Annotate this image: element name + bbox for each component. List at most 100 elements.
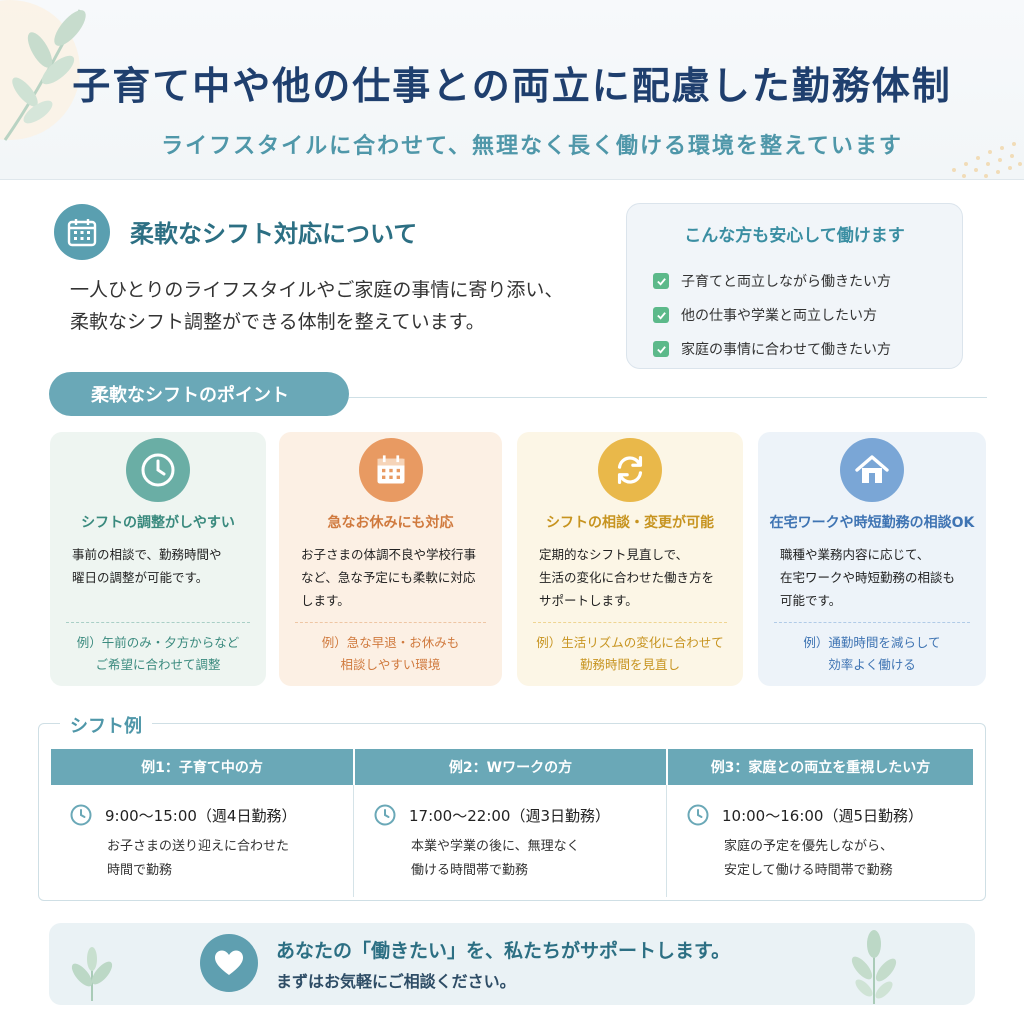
list-item: 他の仕事や学業と両立したい方: [653, 298, 891, 332]
card-body-line: など、急な予定にも柔軟に対応: [301, 570, 476, 585]
shift-time: 17:00〜22:00（週3日勤務）: [409, 806, 610, 825]
card-title: シフトの相談・変更が可能: [546, 515, 714, 531]
card-example: 例）生活リズムの変化に合わせて 勤務時間を見直し: [523, 632, 737, 676]
flexible-shift-description: 一人ひとりのライフスタイルやご家庭の事情に寄り添い、 柔軟なシフト調整ができる体…: [70, 274, 610, 338]
card-example-line: ご希望に合わせて調整: [95, 657, 221, 672]
card-body-line: 可能です。: [780, 593, 842, 608]
shift-time: 10:00〜16:00（週5日勤務）: [722, 806, 923, 825]
list-item: 子育てと両立しながら働きたい方: [653, 264, 891, 298]
shift-description-line: 時間で勤務: [107, 863, 173, 878]
card-body-line: 在宅ワークや時短勤務の相談も: [780, 570, 956, 585]
list-item-label: 他の仕事や学業と両立したい方: [681, 308, 877, 324]
shift-example-header: 例1：子育て中の方: [51, 749, 353, 785]
card-body-line: お子さまの体調不良や学校行事: [301, 547, 477, 562]
card-example-line: 例）急な早退・お休みも: [321, 635, 460, 650]
heart-icon: [215, 950, 243, 975]
calendar-icon: [377, 455, 404, 484]
shift-description-line: お子さまの送り迎えに合わせた: [107, 839, 290, 854]
shift-examples-box: [38, 723, 986, 901]
shift-example-1: 例1：子育て中の方 9:00〜15:00（週4日勤務） お子さまの送り迎えに合わ…: [51, 749, 353, 897]
shift-description: 本業や学業の後に、無理なく 働ける時間帯で勤務: [411, 835, 580, 883]
card-example-line: 効率よく働ける: [828, 657, 916, 672]
card-body-line: 定期的なシフト見直しで、: [539, 547, 689, 562]
icon-badge: [358, 438, 423, 502]
clock-icon: [141, 453, 175, 487]
heart-badge: [200, 934, 258, 992]
card-body-line: します。: [301, 593, 350, 608]
page-subtitle: ライフスタイルに合わせて、無理なく長く働ける環境を整えています: [161, 134, 903, 159]
card-example-line: 例）午前のみ・夕方からなど: [76, 635, 240, 650]
shift-description-line: 安定して働ける時間帯で勤務: [724, 863, 893, 878]
card-body-line: 生活の変化に合わせた働き方を: [539, 570, 715, 585]
clock-icon: [686, 803, 710, 827]
card-body-line: サポートします。: [539, 593, 638, 608]
card-example-line: 勤務時間を見直し: [579, 657, 680, 672]
points-section-label: 柔軟なシフトのポイント: [49, 372, 349, 416]
description-line: 一人ひとりのライフスタイルやご家庭の事情に寄り添い、: [70, 279, 564, 301]
card-example: 例）午前のみ・夕方からなど ご希望に合わせて調整: [56, 632, 260, 676]
card-body: お子さまの体調不良や学校行事 など、急な予定にも柔軟に対応 します。: [301, 543, 481, 612]
card-example-line: 例）通勤時間を減らして: [803, 635, 941, 650]
calendar-icon: [67, 219, 97, 247]
divider: [66, 622, 250, 623]
calendar-badge: [54, 204, 110, 260]
icon-badge: [840, 438, 904, 502]
card-body: 事前の相談で、勤務時間や 曜日の調整が可能です。: [72, 543, 252, 589]
icon-badge: [126, 438, 190, 502]
reassurance-title: こんな方も安心して働けます: [684, 226, 905, 246]
shift-time-row: 17:00〜22:00（週3日勤務）: [373, 803, 610, 827]
shift-time: 9:00〜15:00（週4日勤務）: [105, 806, 297, 825]
flexible-shift-heading: 柔軟なシフト対応について: [130, 220, 418, 248]
card-body: 定期的なシフト見直しで、 生活の変化に合わせた働き方を サポートします。: [539, 543, 719, 612]
card-body-line: 曜日の調整が可能です。: [72, 570, 209, 585]
dot-pattern-icon: [952, 142, 1022, 178]
refresh-icon: [617, 456, 643, 484]
card-body: 職種や業務内容に応じて、 在宅ワークや時短勤務の相談も 可能です。: [780, 543, 960, 612]
leaf-decoration-icon: [0, 0, 86, 141]
page-title: 子育て中や他の仕事との両立に配慮した勤務体制: [72, 64, 952, 108]
shift-example-3: 例3：家庭との両立を重視したい方 10:00〜16:00（週5日勤務） 家庭の予…: [668, 749, 973, 897]
reassurance-card: こんな方も安心して働けます 子育てと両立しながら働きたい方 他の仕事や学業と両立…: [626, 203, 963, 369]
card-example: 例）急な早退・お休みも 相談しやすい環境: [285, 632, 496, 676]
check-icon: [653, 341, 669, 357]
point-card-sudden-leave: 急なお休みにも対応 お子さまの体調不良や学校行事 など、急な予定にも柔軟に対応 …: [279, 432, 502, 686]
card-title: 急なお休みにも対応: [327, 515, 454, 531]
divider: [353, 785, 354, 897]
reassurance-list: 子育てと両立しながら働きたい方 他の仕事や学業と両立したい方 家庭の事情に合わせ…: [653, 264, 891, 366]
shift-example-header: 例3：家庭との両立を重視したい方: [668, 749, 973, 785]
shift-time-row: 10:00〜16:00（週5日勤務）: [686, 803, 923, 827]
point-card-consult-change: シフトの相談・変更が可能 定期的なシフト見直しで、 生活の変化に合わせた働き方を…: [517, 432, 743, 686]
card-body-line: 職種や業務内容に応じて、: [780, 547, 930, 562]
point-card-remote-work: 在宅ワークや時短勤務の相談OK 職種や業務内容に応じて、 在宅ワークや時短勤務の…: [758, 432, 986, 686]
shift-description-line: 働ける時間帯で勤務: [411, 863, 529, 878]
header-band: [0, 0, 1024, 180]
divider: [349, 397, 987, 398]
icon-badge: [598, 438, 662, 502]
card-title: シフトの調整がしやすい: [81, 515, 235, 531]
card-example: 例）通勤時間を減らして 効率よく働ける: [764, 632, 980, 676]
card-example-line: 相談しやすい環境: [340, 657, 441, 672]
card-title: 在宅ワークや時短勤務の相談OK: [769, 515, 975, 531]
card-body-line: 事前の相談で、勤務時間や: [72, 547, 222, 562]
card-example-line: 例）生活リズムの変化に合わせて: [536, 635, 724, 650]
footer-call-to-action: まずはお気軽にご相談ください。: [276, 972, 516, 991]
list-item: 家庭の事情に合わせて働きたい方: [653, 332, 891, 366]
check-icon: [653, 273, 669, 289]
divider: [666, 785, 667, 897]
shift-description: 家庭の予定を優先しながら、 安定して働ける時間帯で勤務: [724, 835, 893, 883]
shift-description-line: 本業や学業の後に、無理なく: [411, 839, 580, 854]
shift-example-header: 例2：Wワークの方: [355, 749, 666, 785]
shift-examples-label: シフト例: [60, 712, 152, 738]
shift-time-row: 9:00〜15:00（週4日勤務）: [69, 803, 296, 827]
leaf-decoration-icon: [71, 947, 113, 1001]
leaf-decoration-icon: [851, 930, 897, 1004]
shift-description: お子さまの送り迎えに合わせた 時間で勤務: [107, 835, 289, 883]
house-icon: [855, 455, 889, 483]
divider: [774, 622, 970, 623]
point-card-adjustment: シフトの調整がしやすい 事前の相談で、勤務時間や 曜日の調整が可能です。 例）午…: [50, 432, 266, 686]
divider: [533, 622, 727, 623]
list-item-label: 家庭の事情に合わせて働きたい方: [681, 342, 891, 358]
shift-example-2: 例2：Wワークの方 17:00〜22:00（週3日勤務） 本業や学業の後に、無理…: [355, 749, 666, 897]
divider: [295, 622, 486, 623]
description-line: 柔軟なシフト調整ができる体制を整えています。: [70, 311, 485, 333]
